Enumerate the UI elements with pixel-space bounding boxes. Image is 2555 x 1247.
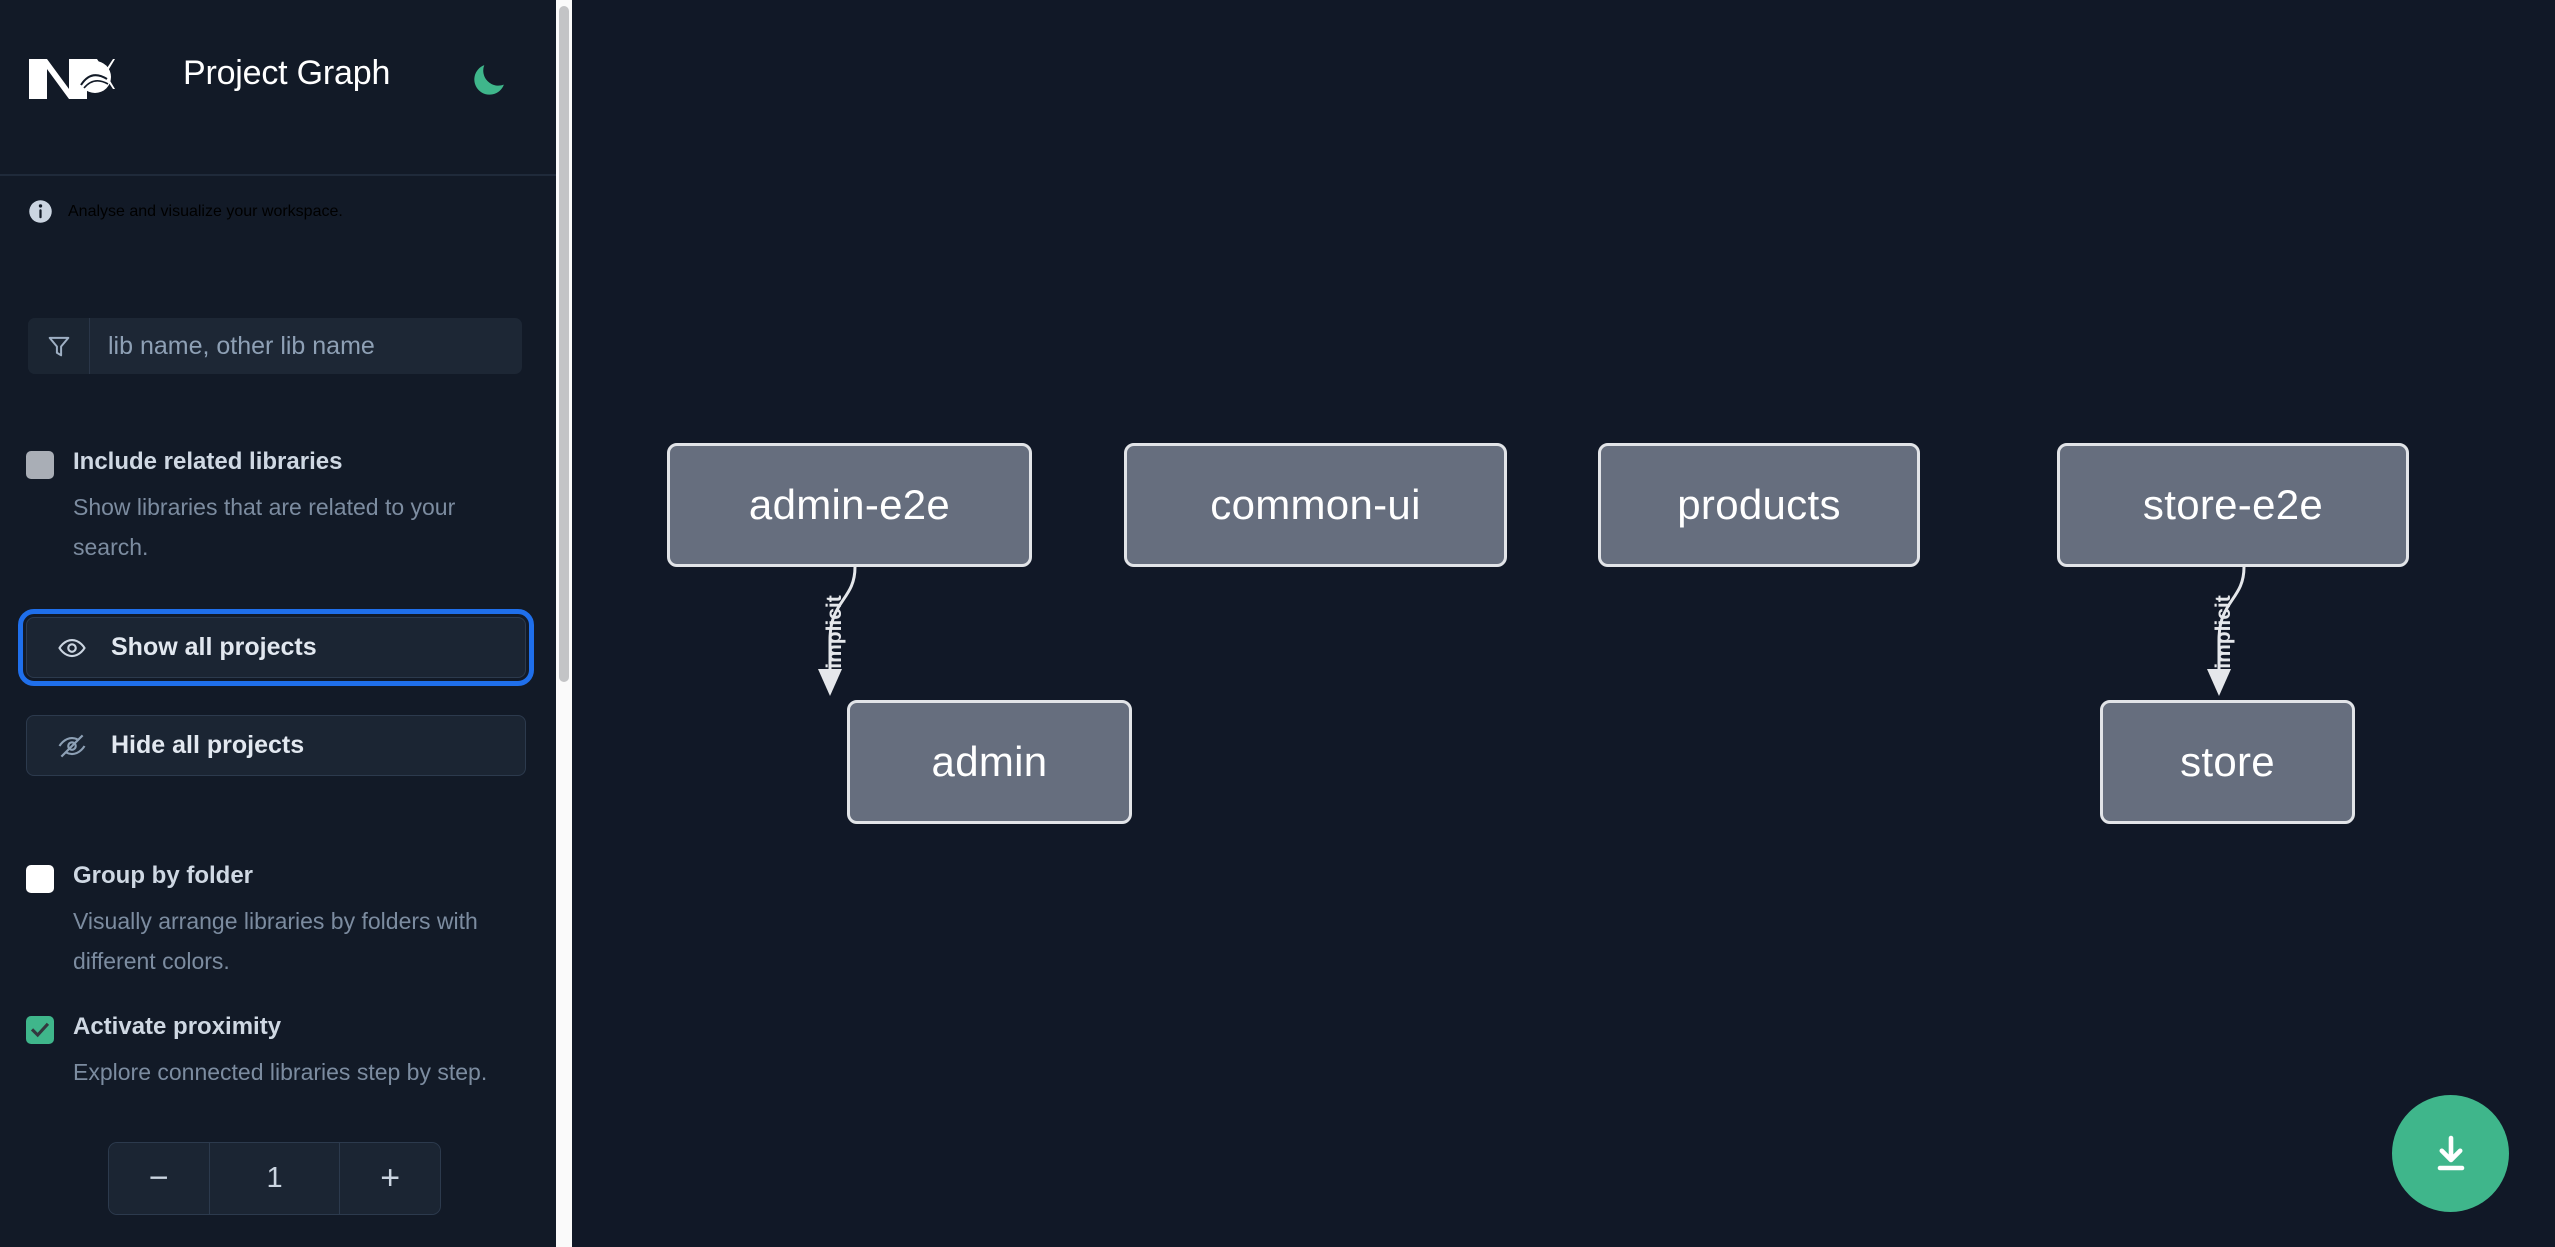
activate-proximity-label: Activate proximity (73, 1013, 282, 1040)
hide-all-projects-button[interactable]: Hide all projects (26, 715, 526, 776)
sidebar-scrollbar[interactable] (556, 0, 572, 1247)
graph-node-label: admin-e2e (748, 481, 951, 528)
proximity-increment-button[interactable]: + (340, 1143, 440, 1214)
include-related-libraries-label: Include related libraries (73, 448, 343, 475)
edge-label-store-e2e-to-store: implicit (2212, 595, 2235, 669)
sidebar-tagline: Analyse and visualize your workspace. (27, 198, 343, 225)
download-icon (2437, 1135, 2464, 1170)
eye-icon (58, 638, 86, 657)
option-include-related-libraries: Include related libraries Show libraries… (26, 448, 526, 567)
filter-search-box[interactable] (28, 318, 522, 374)
graph-node-admin[interactable]: admin (847, 700, 1132, 824)
page-title: Project Graph (183, 54, 391, 92)
nx-logo-icon (27, 55, 115, 103)
info-icon (27, 198, 54, 225)
graph-node-common-ui[interactable]: common-ui (1124, 443, 1507, 567)
include-related-libraries-description: Show libraries that are related to your … (73, 494, 456, 560)
project-graph-canvas[interactable]: admin-e2e common-ui products store-e2e a… (572, 0, 2555, 1247)
graph-node-label: store-e2e (2142, 481, 2324, 528)
graph-node-store[interactable]: store (2100, 700, 2355, 824)
graph-node-label: store (2180, 738, 2275, 785)
group-by-folder-label: Group by folder (73, 862, 253, 889)
eye-off-icon (58, 734, 86, 757)
option-activate-proximity: Activate proximity Explore connected lib… (26, 1013, 526, 1092)
group-by-folder-checkbox[interactable] (26, 865, 54, 893)
proximity-value[interactable]: 1 (208, 1143, 341, 1214)
show-all-projects-button[interactable]: Show all projects (18, 609, 534, 686)
search-input[interactable] (90, 318, 522, 374)
funnel-icon (28, 318, 90, 374)
proximity-stepper: − 1 + (108, 1142, 441, 1215)
sidebar: Project Graph Analyse and visualize your… (0, 0, 556, 1247)
option-group-by-folder: Group by folder Visually arrange librari… (26, 862, 526, 981)
activate-proximity-checkbox[interactable] (26, 1016, 54, 1044)
sidebar-tagline-text: Analyse and visualize your workspace. (68, 202, 343, 220)
sidebar-scrollbar-thumb[interactable] (559, 6, 569, 682)
show-all-projects-label: Show all projects (111, 633, 317, 661)
graph-node-label: products (1677, 481, 1841, 528)
proximity-decrement-button[interactable]: − (109, 1143, 209, 1214)
graph-node-label: admin (931, 738, 1048, 785)
edge-label-admin-e2e-to-admin: implicit (823, 595, 846, 669)
moon-icon[interactable] (468, 58, 510, 100)
group-by-folder-description: Visually arrange libraries by folders wi… (73, 908, 478, 974)
hide-all-projects-label: Hide all projects (111, 731, 305, 759)
graph-node-products[interactable]: products (1598, 443, 1920, 567)
download-graph-button[interactable] (2392, 1095, 2509, 1212)
graph-node-admin-e2e[interactable]: admin-e2e (667, 443, 1032, 567)
graph-node-label: common-ui (1210, 481, 1421, 528)
graph-node-store-e2e[interactable]: store-e2e (2057, 443, 2409, 567)
check-icon (30, 1022, 50, 1038)
sidebar-header: Project Graph (0, 0, 556, 176)
include-related-libraries-checkbox[interactable] (26, 451, 54, 479)
activate-proximity-description: Explore connected libraries step by step… (73, 1059, 488, 1085)
